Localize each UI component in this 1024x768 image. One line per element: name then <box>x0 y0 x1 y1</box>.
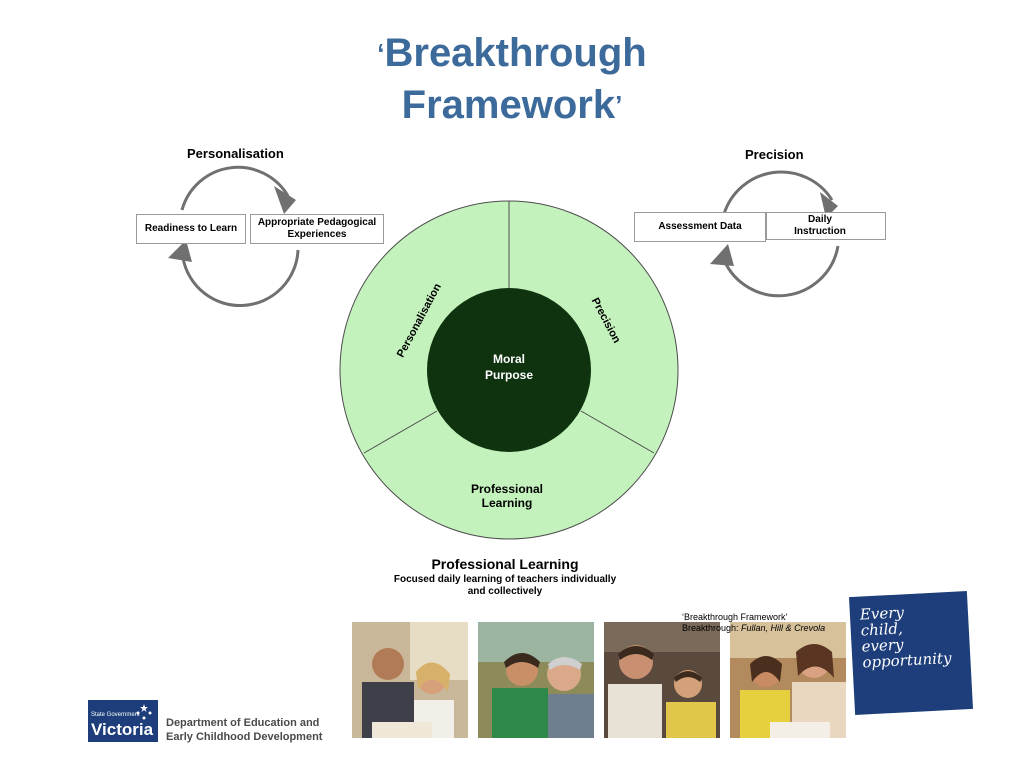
left-cycle-arc-bottom <box>181 249 300 308</box>
every-child-every-opportunity-badge: Every child, every opportunity <box>848 590 974 716</box>
page-title-line-2: Framework’ <box>0 82 1024 128</box>
left-cycle-heading: Personalisation <box>187 146 284 161</box>
department-name-line-1: Department of Education and <box>166 717 320 729</box>
victoria-logo: State Government Victoria <box>88 700 158 742</box>
professional-learning-subtitle: Focused daily learning of teachers indiv… <box>0 574 1010 598</box>
photo-girl-and-mother <box>730 622 846 738</box>
photo-credit: ‘Breakthrough Framework’ Breakthrough: F… <box>682 612 825 634</box>
department-name: Department of Education and Early Childh… <box>166 716 322 744</box>
left-cycle-arrowhead-top <box>274 186 296 214</box>
photo-teacher-and-girl <box>352 622 468 738</box>
box-readiness-to-learn: Readiness to Learn <box>136 214 246 244</box>
victoria-logo-big-text: Victoria <box>91 720 154 739</box>
page-title: ‘Breakthrough <box>0 30 1024 76</box>
wheel-center-line-1: Moral <box>493 352 525 366</box>
wheel-segment-professional-line-1: Professional <box>471 482 543 496</box>
right-cycle-arrowhead-bottom <box>710 244 734 266</box>
left-cycle-arrowhead-bottom <box>168 240 192 262</box>
left-cycle-arc-top <box>180 165 290 211</box>
right-cycle-heading: Precision <box>745 147 804 162</box>
photo-boy-and-teacher <box>478 622 594 738</box>
wheel-center-line-2: Purpose <box>485 368 533 382</box>
right-cycle-arc-top <box>722 170 834 215</box>
wheel-center <box>427 288 591 452</box>
professional-learning-subtitle-line-2: and collectively <box>467 586 543 597</box>
box-daily-instruction: Daily Instruction <box>766 212 886 240</box>
every-child-line-4: opportunity <box>861 648 952 672</box>
photo-teacher-and-boy <box>604 622 720 738</box>
southern-cross-icon <box>136 704 152 720</box>
framework-wheel: Moral Purpose Personalisation Precision … <box>339 200 679 540</box>
title-line-1: Breakthrough <box>384 31 647 75</box>
title-open-quote: ‘ <box>377 38 385 68</box>
wheel-divider-right <box>580 410 655 454</box>
title-line-2: Framework <box>401 83 616 127</box>
right-cycle <box>710 170 840 298</box>
box-appropriate-pedagogical-experiences: Appropriate Pedagogical Experiences <box>250 214 384 244</box>
professional-learning-title: Professional Learning <box>431 556 579 572</box>
title-close-quote: ’ <box>615 90 623 120</box>
left-cycle <box>168 165 300 308</box>
department-name-line-2: Early Childhood Development <box>166 731 323 743</box>
right-cycle-arrowhead-top <box>820 192 838 218</box>
victoria-logo-small-text: State Government <box>91 712 140 718</box>
photo-credit-prefix: Breakthrough: <box>682 623 742 633</box>
photo-credit-line-2: Breakthrough: Fullan, Hill & Crevola <box>682 623 825 634</box>
right-cycle-arc-bottom <box>722 245 840 298</box>
wheel-segment-professional-line-2: Learning <box>482 496 533 510</box>
photo-credit-authors: Fullan, Hill & Crevola <box>741 623 826 633</box>
box-assessment-data: Assessment Data <box>634 212 766 242</box>
professional-learning-subtitle-line-1: Focused daily learning of teachers indiv… <box>393 574 617 585</box>
wheel-divider-left <box>363 410 438 454</box>
photo-credit-line-1: ‘Breakthrough Framework’ <box>682 612 788 622</box>
